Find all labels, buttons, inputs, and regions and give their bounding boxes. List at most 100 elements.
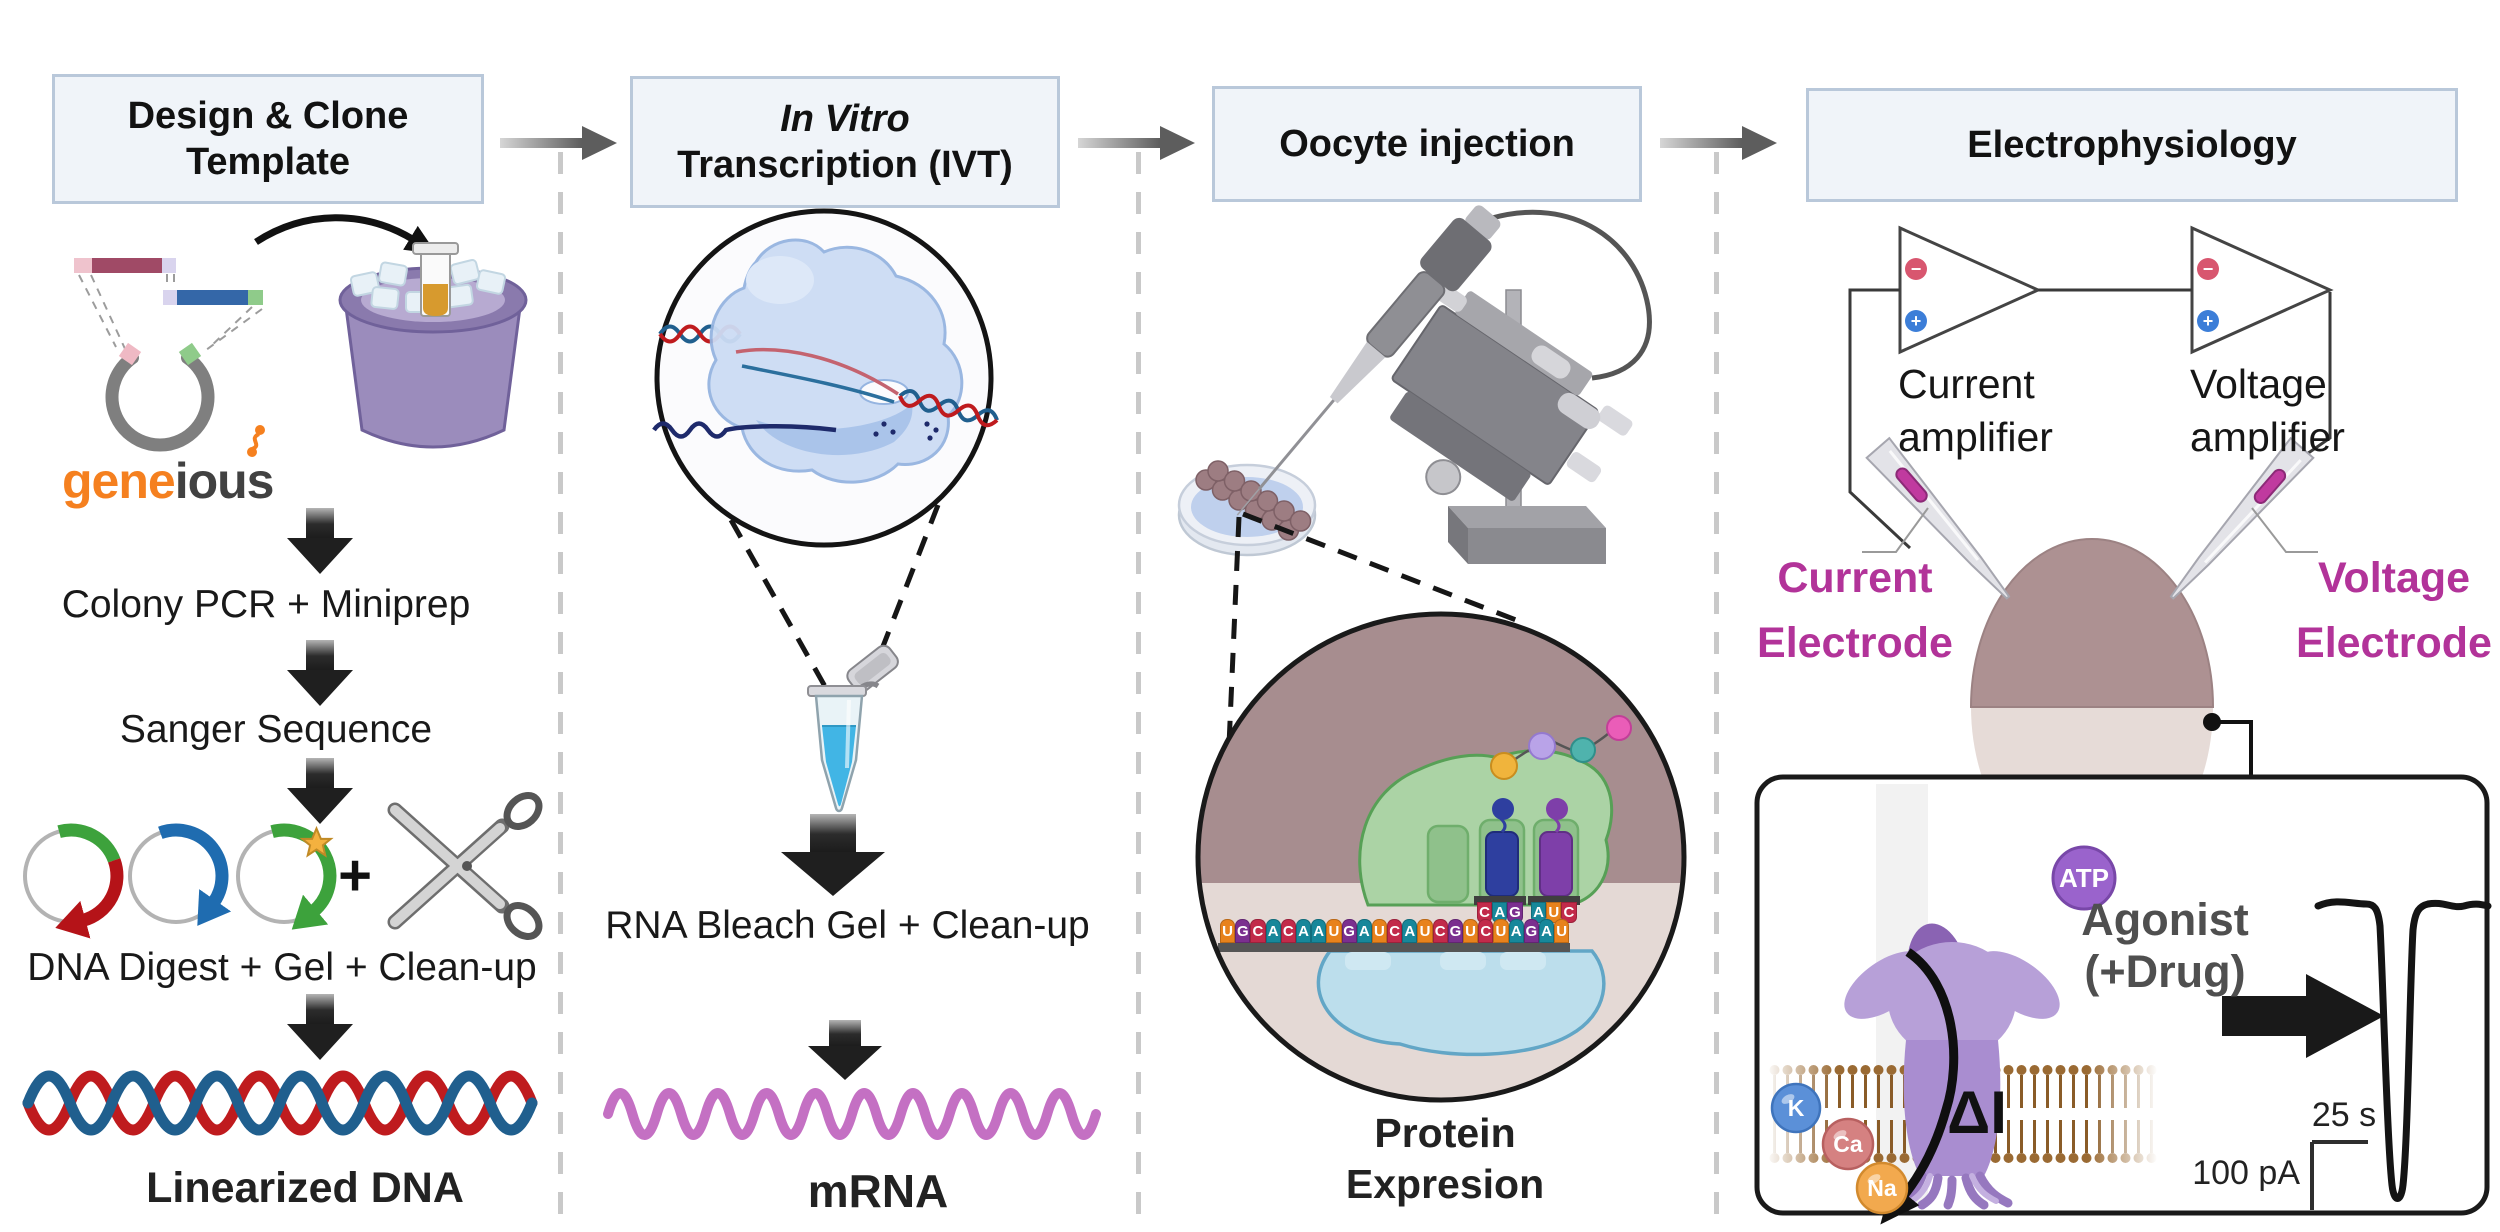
down-arrow	[287, 508, 353, 574]
protein-expression-label: Protein Expresion	[1290, 1108, 1600, 1210]
ice-bucket	[338, 242, 528, 449]
electrode-label-line: Voltage	[2317, 554, 2471, 602]
agonist-line: (+Drug)	[2084, 946, 2246, 998]
down-arrow-large	[781, 814, 885, 896]
delta-current-label: ΔI	[1947, 1079, 2007, 1146]
divider-3	[1714, 152, 1719, 1232]
down-arrow	[287, 640, 353, 706]
atp-label: ATP	[2058, 863, 2110, 893]
amp-label-line: amplifier	[1898, 414, 2053, 461]
result-arrow	[2222, 974, 2384, 1058]
mrna-backbone	[1218, 943, 1570, 952]
nucleotide-tile: C	[1250, 919, 1266, 943]
calcium-ion	[1821, 1117, 1875, 1171]
geneious-logo: geneious	[62, 452, 274, 510]
header-line: In Vitro	[780, 97, 910, 140]
nucleotide-tile: G	[1235, 919, 1251, 943]
petri-dish	[1177, 460, 1317, 557]
step-dna-digest: DNA Digest + Gel + Clean-up	[27, 946, 537, 989]
flow-arrow-1	[500, 126, 617, 160]
ivt-zoom-circle	[652, 208, 999, 548]
translation-zoom-circle	[1195, 611, 1687, 1103]
divider-2	[1136, 152, 1141, 1232]
recording-wire	[2212, 720, 2253, 777]
nucleotide-tile: G	[1447, 919, 1463, 943]
plus-input-icon: +	[2197, 310, 2219, 332]
nucleotide-tile: C	[1432, 919, 1448, 943]
step-rna-bleach-gel: RNA Bleach Gel + Clean-up	[605, 904, 1090, 947]
microscope-cable	[1491, 209, 1652, 381]
nucleotide-tile: U	[1554, 919, 1570, 943]
logo-ious: ious	[174, 453, 275, 509]
minus-input-icon: −	[1905, 258, 1927, 280]
amplifier-circuit	[1898, 225, 2334, 355]
nucleotide-tile: U	[1463, 919, 1479, 943]
nucleotide-tile: A	[1265, 919, 1281, 943]
header-design-clone: Design & Clone Template	[52, 74, 484, 204]
nucleotide-tile: A	[1538, 919, 1555, 943]
step-sanger: Sanger Sequence	[119, 708, 433, 751]
nucleotide-tile: A	[1531, 902, 1547, 923]
current-scale-label: 100 pA	[2192, 1154, 2300, 1192]
header-oocyte-injection: Oocyte injection	[1212, 86, 1642, 202]
amp-label-line: amplifier	[2190, 414, 2345, 461]
nucleotide-tile: U	[1220, 919, 1236, 943]
nascent-rna-strand	[652, 421, 837, 439]
scissors-icon	[387, 792, 543, 940]
mrna-label: mRNA	[807, 1165, 949, 1217]
nucleotide-tile: C	[1477, 902, 1493, 923]
amp-label-line: Current	[1898, 361, 2035, 407]
circuit-wires	[1848, 288, 2332, 550]
electrode-label-line: Electrode	[2296, 618, 2492, 667]
protein-expression-line: Expresion	[1345, 1160, 1545, 1207]
step-colony-pcr: Colony PCR + Miniprep	[61, 583, 471, 626]
logo-gene: gene	[62, 453, 176, 509]
dna-exit-helix	[898, 388, 999, 428]
nucleotide-tile: G	[1341, 919, 1357, 943]
nucleotide-tile: G	[1523, 919, 1539, 943]
amino-acid-chain	[1490, 715, 1632, 780]
ion-icons	[1770, 1082, 1909, 1215]
arrow-to-bench	[254, 214, 437, 254]
voltage-electrode-pipette	[2169, 436, 2315, 600]
nucleotide-tile: A	[1356, 919, 1372, 943]
nucleotide-tile: A	[1295, 919, 1312, 943]
voltage-amplifier-label: Voltage amplifier	[2190, 358, 2420, 465]
nucleotide-tile: G	[1507, 902, 1523, 923]
plus-input-icon: +	[1905, 310, 1927, 332]
nucleotide-tile: U	[1546, 902, 1562, 923]
current-amplifier-label: Current amplifier	[1898, 358, 2128, 465]
current-electrode-pipette	[1865, 436, 2011, 600]
micromanipulator-rig	[1236, 205, 1633, 564]
time-scale-label: 25 s	[2311, 1096, 2377, 1134]
protein-expression-line: Protein	[1374, 1110, 1516, 1156]
electrode-leader-lines	[1862, 507, 2318, 553]
oocytes	[1195, 460, 1312, 541]
plus-sign: +	[338, 843, 372, 908]
nucleotide-tile: C	[1561, 902, 1577, 923]
header-electrophysiology: Electrophysiology	[1806, 88, 2458, 202]
down-arrow-medium	[808, 1020, 882, 1080]
geneious-dna-icon	[247, 425, 265, 457]
down-arrow	[287, 994, 353, 1060]
nucleotide-tile: A	[1492, 902, 1508, 923]
potassium-ion	[1770, 1082, 1822, 1134]
nucleotide-tile: C	[1280, 919, 1296, 943]
nucleotide-tile: A	[1402, 919, 1418, 943]
electrode-label-line: Current	[1777, 554, 1933, 602]
mrna-sequence: U G C A C A A U G A U C A U C G U C U A …	[1220, 919, 1570, 943]
nucleotide-tile: A	[1508, 919, 1524, 943]
panel-contents	[1766, 784, 2492, 1225]
linearized-dna-label: Linearized DNA	[146, 1164, 464, 1212]
nucleotide-tile: U	[1417, 919, 1433, 943]
linear-dna-helix	[22, 1070, 538, 1136]
nucleotide-tile: C	[1478, 919, 1494, 943]
trna-purple	[1539, 831, 1573, 897]
nucleotide-tile: A	[1311, 919, 1327, 943]
down-arrow	[287, 758, 353, 824]
atp-molecule	[2051, 845, 2117, 911]
potassium-label: K	[1787, 1095, 1805, 1121]
trna-anticodon-1: C A G	[1477, 902, 1523, 923]
current-amplifier-triangle	[1898, 225, 2042, 355]
